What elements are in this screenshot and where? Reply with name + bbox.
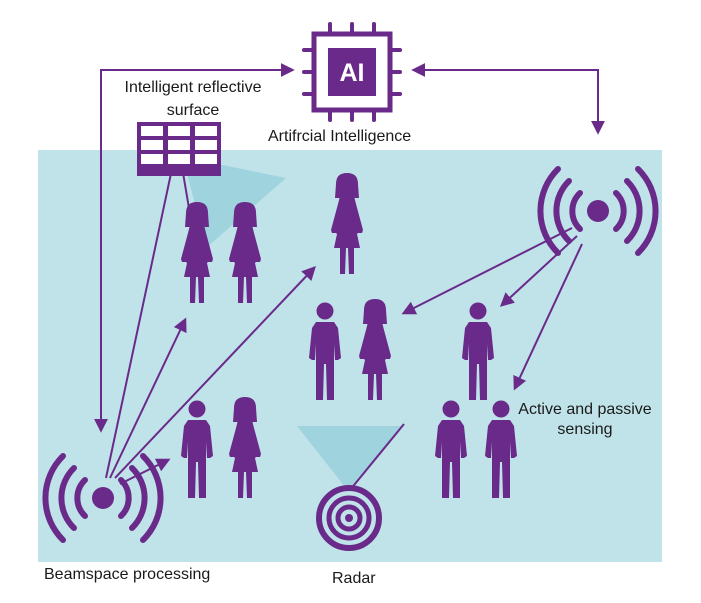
radar-beam-edge <box>349 423 405 491</box>
sensing-label: Active and passive sensing <box>518 401 652 438</box>
irs-label: Intelligent reflective surface <box>124 79 262 119</box>
antenna-icon <box>42 453 164 543</box>
woman-person-icon <box>229 397 261 498</box>
right-antenna-to-man-arrow <box>499 235 578 307</box>
woman-person-icon <box>359 299 391 400</box>
ai-label: Artifrcial Intelligence <box>268 128 412 145</box>
man-person-icon <box>435 400 467 498</box>
woman-person-icon <box>181 202 213 303</box>
right-antenna-to-bottom-arrow <box>513 243 583 391</box>
right-antenna-to-center-arrow <box>401 227 573 315</box>
antenna-icon <box>537 166 659 256</box>
ai-chip-icon: AI <box>302 22 402 122</box>
beam-to-group-left <box>109 317 187 479</box>
woman-person-icon <box>331 173 363 274</box>
beam-to-lower-group <box>119 458 171 485</box>
man-person-icon <box>181 400 213 498</box>
man-person-icon <box>462 302 494 400</box>
reflective-surface-icon <box>137 122 221 176</box>
people <box>181 173 517 498</box>
radar-icon <box>316 485 382 551</box>
beamspace-label: Beamspace processing <box>44 566 211 583</box>
ai-to-right-antenna-arrow <box>411 63 605 135</box>
ai-links <box>94 63 605 433</box>
woman-person-icon <box>229 202 261 303</box>
radar-beam <box>297 426 402 492</box>
beam-to-irs-arrow <box>105 147 181 479</box>
beam-to-standing-woman <box>114 265 316 479</box>
radar-label: Radar <box>332 570 376 587</box>
ai-to-left-antenna-arrow <box>94 63 295 433</box>
ai-chip-text: AI <box>340 59 365 87</box>
beam-arrows <box>105 147 583 491</box>
man-person-icon <box>485 400 517 498</box>
man-person-icon <box>309 302 341 400</box>
